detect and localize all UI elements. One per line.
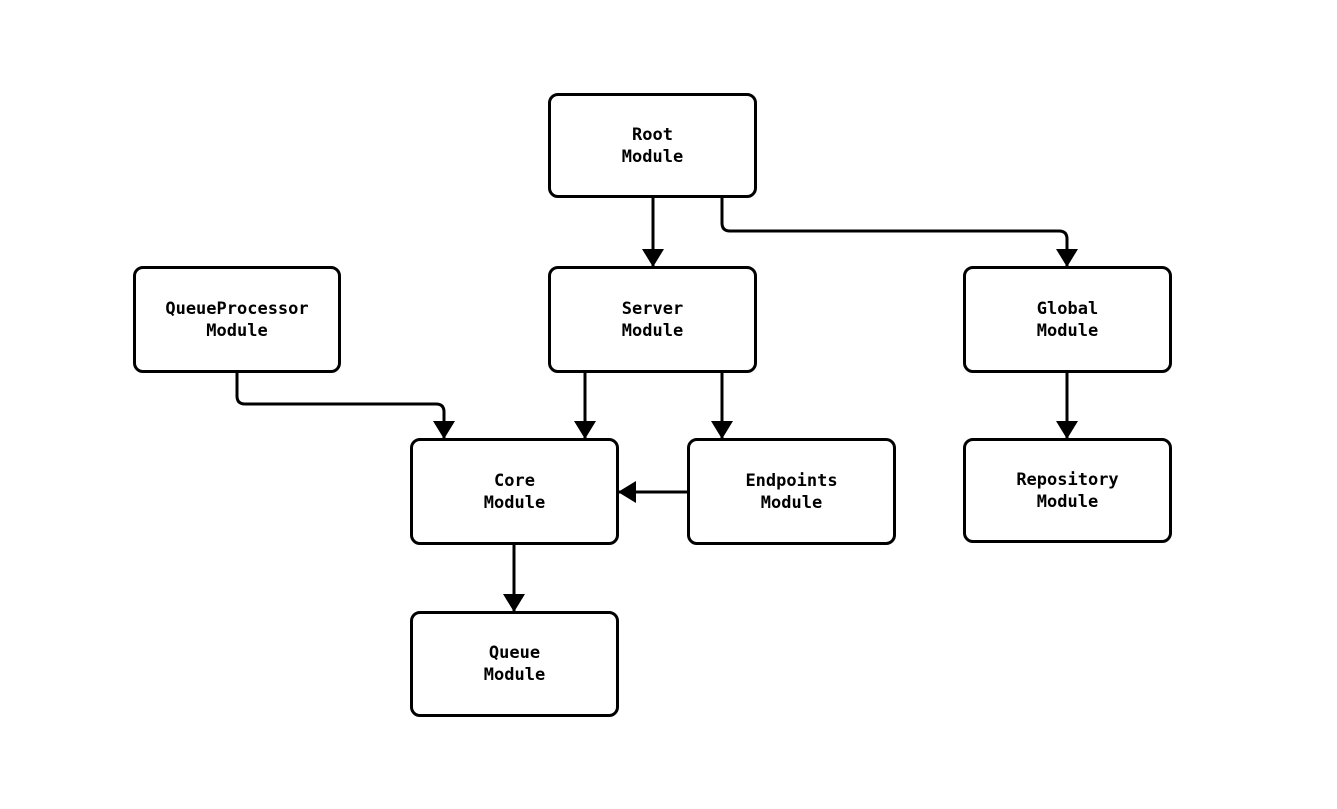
- node-label: Global Module: [1036, 298, 1099, 341]
- node-queueprocessor-module: QueueProcessor Module: [133, 266, 341, 373]
- node-repository-module: Repository Module: [963, 438, 1172, 543]
- node-endpoints-module: Endpoints Module: [687, 438, 896, 545]
- node-label: Queue Module: [483, 643, 546, 685]
- edge-queueprocessor-to-core: [235, 373, 455, 439]
- node-core-module: Core Module: [410, 438, 619, 545]
- node-queue-module: Queue Module: [410, 611, 619, 717]
- node-label: Root Module: [621, 124, 684, 167]
- node-label: Repository Module: [1016, 469, 1119, 512]
- node-label: Core Module: [483, 470, 546, 513]
- edge-root-to-global: [720, 198, 1078, 267]
- node-label: QueueProcessor Module: [165, 298, 309, 341]
- node-global-module: Global Module: [963, 266, 1172, 373]
- node-label: Server Module: [621, 298, 684, 341]
- node-root-module: Root Module: [548, 93, 757, 198]
- node-server-module: Server Module: [548, 266, 757, 373]
- node-label: Endpoints Module: [745, 470, 838, 513]
